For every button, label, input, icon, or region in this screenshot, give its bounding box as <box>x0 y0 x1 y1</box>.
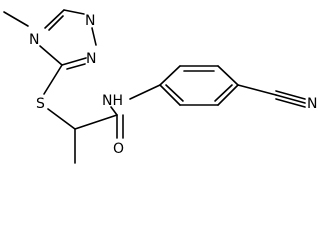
bond-n-methyl <box>3 11 29 27</box>
bond-benzene-1 <box>159 65 181 86</box>
bond-ring-c3-n4-double <box>48 15 64 31</box>
atom-ring-n-upper: N <box>85 13 95 29</box>
bonds <box>3 9 306 164</box>
bond-ch-carbonyl <box>74 114 118 130</box>
bond-ring-c5-n1 <box>61 57 87 66</box>
bond-carbonyl-nh <box>110 106 118 116</box>
atom-methyl-n: N <box>29 32 39 48</box>
atom-labels: N N N S NH O N <box>29 13 317 157</box>
bond-nitrile-triple-2 <box>275 94 306 104</box>
atom-carbonyl-o: O <box>113 141 124 157</box>
molecule-structure: N N N S NH O N <box>3 9 317 164</box>
atom-nitrile-n: N <box>307 96 317 112</box>
bond-ring-c5-n1-double <box>66 63 86 70</box>
bond-benzene-4 <box>217 84 239 106</box>
bond-nitrile-triple-1 <box>275 90 306 100</box>
atom-sulfur: S <box>36 96 45 112</box>
bond-sulfur-ch <box>47 108 76 130</box>
bond-benzene-inner-2 <box>214 84 233 102</box>
atom-amide-nh: NH <box>102 93 123 109</box>
bond-c5-sulfur <box>43 64 63 95</box>
bond-nh-ring <box>129 84 161 100</box>
bond-nitrile-triple-3 <box>275 98 306 108</box>
bond-ring-n1-n2 <box>91 27 97 46</box>
bond-ring-nitrile-carbon <box>237 84 277 96</box>
bond-ring-c3-n4 <box>44 9 65 29</box>
bond-ring-n4-c5 <box>39 45 63 66</box>
atom-ring-n-lower: N <box>86 51 96 67</box>
bond-ring-n2-c3 <box>63 9 85 15</box>
bond-benzene-inner-3 <box>165 84 184 102</box>
bond-benzene-3 <box>217 65 239 86</box>
bond-benzene-6 <box>159 84 181 106</box>
